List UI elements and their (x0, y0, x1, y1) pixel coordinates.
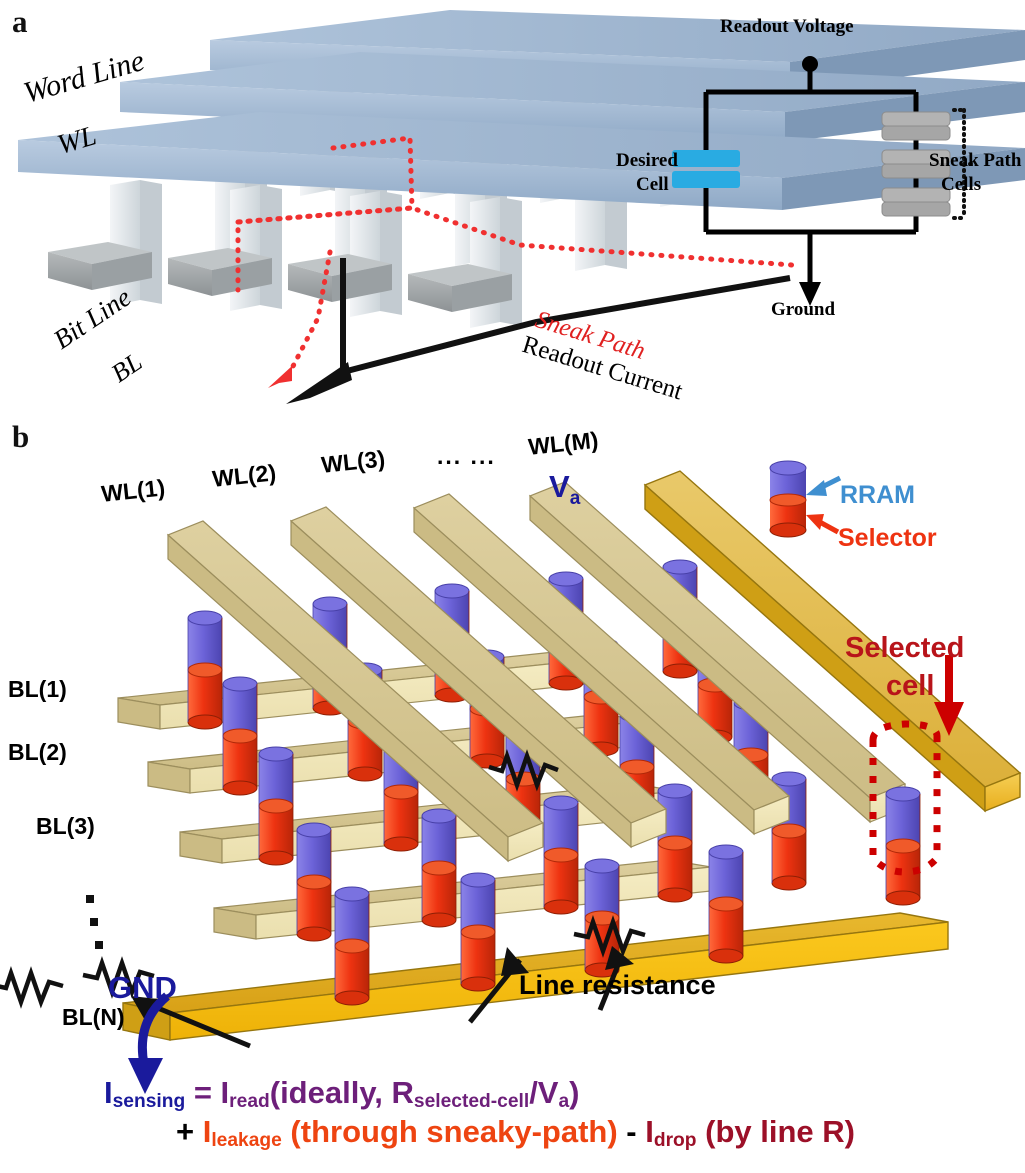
readout-current-line (286, 258, 791, 404)
bit-line-n-label: BL(N) (62, 1004, 125, 1030)
equation-token-4: R (391, 1075, 414, 1110)
equation-token-5: (by line R) (696, 1114, 855, 1150)
selected-cell-label-line2: cell (886, 670, 935, 702)
selected-cell-highlight (869, 720, 941, 876)
bit-line-ellipsis (86, 895, 103, 949)
sensing-current-equation: Isensing = Iread(ideally, Rselected-cell… (104, 1075, 1019, 1152)
desired-cell-symbol (672, 150, 740, 188)
panel-label-b: b (12, 419, 30, 454)
equation-token-0: + (176, 1114, 203, 1150)
equation-token-4-subscript: drop (653, 1130, 697, 1152)
selected-cell-label-line1: Selected (845, 632, 965, 664)
sneak-path-cell-symbol (881, 149, 951, 179)
equation-token-0-subscript: sensing (112, 1091, 186, 1113)
memory-cell (460, 872, 496, 992)
ground-label: Ground (771, 299, 836, 320)
equivalent-circuit-schematic (672, 56, 974, 306)
equation-token-1-subscript: leakage (211, 1130, 282, 1152)
line-resistance-label: Line resistance (519, 970, 716, 1000)
legend-cell-symbol (769, 460, 807, 538)
bit-line-1-label: BL(1) (8, 676, 67, 702)
sneak-path-cells-label-line2: Cells (941, 174, 982, 195)
selected-word-line-bar (643, 470, 1022, 813)
equation-token-6: ) (569, 1075, 580, 1110)
memory-cell (187, 610, 223, 730)
line-resistance-pointer (597, 946, 634, 1011)
applied-voltage-label: Va (549, 469, 580, 510)
ground-arrow (799, 282, 821, 306)
sneak-path-line (235, 135, 795, 388)
line-resistance-pointer (131, 996, 251, 1049)
sneak-path-cell-symbol (881, 187, 951, 217)
applied-voltage-symbol: V (549, 469, 570, 504)
memory-cell (708, 844, 744, 964)
panel-a-illustration (18, 10, 1025, 404)
memory-cell (334, 886, 370, 1006)
memory-cell (421, 808, 457, 928)
line-resistance-pointer (468, 947, 529, 1024)
equation-token-1: I (202, 1114, 212, 1150)
sneak-path-cells-label-line1: Sneak Path (929, 150, 1022, 171)
memory-cell (657, 783, 693, 903)
bit-line-3-label: BL(3) (36, 813, 95, 839)
desired-cell-label-line1: Desired (616, 150, 678, 171)
selected-cell-arrow (934, 655, 964, 736)
panel-b-crossbar-array (0, 460, 1022, 1094)
bit-line-2-label: BL(2) (8, 739, 67, 765)
memory-cell (222, 676, 258, 796)
equation-token-2: I (220, 1075, 230, 1110)
selected-memory-cell (885, 786, 921, 906)
gnd-arrow (128, 992, 171, 1094)
line-resistance-symbol (82, 955, 155, 999)
selector-legend-label: Selector (838, 524, 937, 552)
memory-cell (296, 822, 332, 942)
applied-voltage-subscript: a (569, 488, 581, 510)
memory-cell (258, 746, 294, 866)
bit-line-base (48, 242, 512, 312)
sneak-cells-brace (952, 108, 974, 220)
equation-line-1: Isensing = Iread(ideally, Rselected-cell… (104, 1075, 1019, 1113)
equation-token-2: (through sneaky-path) (281, 1114, 618, 1150)
line-resistance-symbol (0, 965, 64, 1009)
selector-legend-arrow (806, 514, 840, 535)
equation-line-2: + Ileakage (through sneaky-path) - Idrop… (176, 1114, 1019, 1152)
line-resistance-symbol (488, 748, 559, 792)
equation-token-5-subscript: a (558, 1091, 570, 1113)
rram-legend-arrow (806, 475, 842, 496)
equation-token-2-subscript: read (229, 1091, 270, 1113)
ground-node-label: GND (108, 970, 177, 1005)
panel-label-a: a (12, 4, 28, 39)
readout-voltage-label: Readout Voltage (720, 16, 854, 37)
desired-cell-label-line2: Cell (636, 174, 669, 195)
line-resistance-symbol (573, 914, 646, 958)
equation-token-4: I (645, 1114, 654, 1150)
equation-token-4-subscript: selected-cell (413, 1091, 530, 1113)
sneak-path-cell-symbol (881, 111, 951, 141)
equation-token-3: - (617, 1114, 646, 1150)
memory-cell (543, 795, 579, 915)
equation-token-0: I (104, 1075, 113, 1110)
equation-token-5: /V (529, 1075, 559, 1110)
equation-token-3: (ideally, (269, 1075, 392, 1110)
equation-token-1: = (185, 1075, 221, 1110)
rram-legend-label: RRAM (840, 481, 915, 509)
word-line-ellipsis: ... ... (437, 443, 496, 469)
